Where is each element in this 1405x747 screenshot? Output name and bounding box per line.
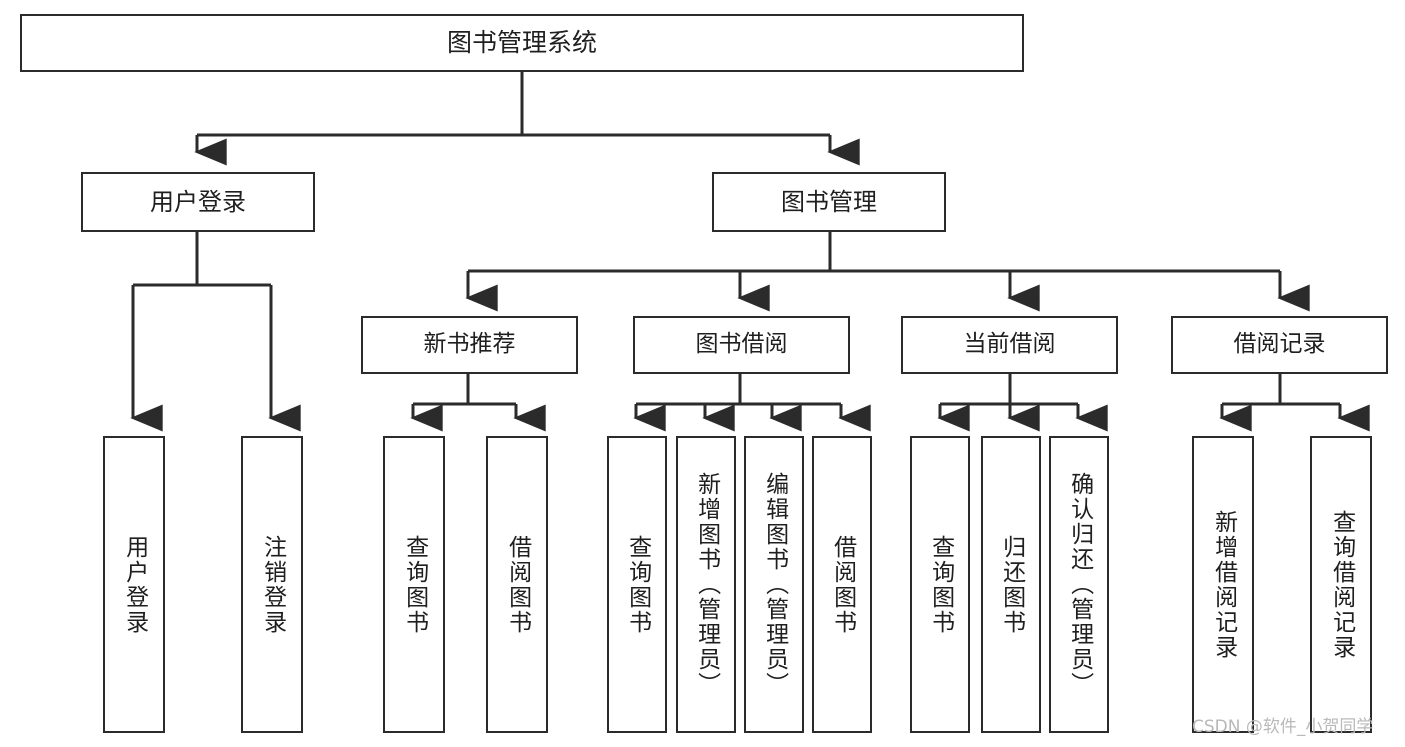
- node-label: 图书借阅: [695, 331, 788, 358]
- csdn-watermark: CSDN @软件_小贺同学: [1192, 717, 1374, 737]
- leaf-borrow-book-recommend[interactable]: 借阅图书: [486, 436, 548, 733]
- node-label: 编辑图书（管理员）: [761, 472, 788, 697]
- node-label: 借阅图书: [829, 534, 856, 635]
- node-current-borrow[interactable]: 当前借阅: [901, 316, 1118, 374]
- leaf-query-borrow-record[interactable]: 查询借阅记录: [1310, 436, 1372, 733]
- node-borrow-record[interactable]: 借阅记录: [1171, 316, 1388, 374]
- node-label: 查询图书: [401, 534, 428, 635]
- leaf-query-book-borrow[interactable]: 查询图书: [607, 436, 667, 733]
- node-label: 归还图书: [998, 534, 1025, 635]
- node-book-management[interactable]: 图书管理: [712, 172, 946, 232]
- leaf-edit-book-admin[interactable]: 编辑图书（管理员）: [744, 436, 804, 733]
- node-label: 图书管理: [781, 187, 877, 216]
- leaf-add-borrow-record[interactable]: 新增借阅记录: [1192, 436, 1254, 733]
- leaf-user-login[interactable]: 用户登录: [103, 436, 165, 733]
- node-label: 查询图书: [927, 534, 954, 635]
- node-label: 借阅图书: [504, 534, 531, 635]
- node-root-system[interactable]: 图书管理系统: [20, 14, 1024, 72]
- node-book-borrow[interactable]: 图书借阅: [633, 316, 850, 374]
- node-label: 新书推荐: [423, 331, 516, 358]
- node-label: 当前借阅: [963, 331, 1056, 358]
- node-label: 新增借阅记录: [1210, 509, 1237, 660]
- leaf-query-book-current[interactable]: 查询图书: [910, 436, 970, 733]
- leaf-return-book[interactable]: 归还图书: [981, 436, 1041, 733]
- leaf-confirm-return-admin[interactable]: 确认归还（管理员）: [1049, 436, 1109, 733]
- node-label: 确认归还（管理员）: [1066, 472, 1093, 697]
- leaf-query-book-recommend[interactable]: 查询图书: [383, 436, 445, 733]
- node-new-book-recommend[interactable]: 新书推荐: [361, 316, 578, 374]
- node-label: 注销登录: [259, 534, 286, 635]
- node-label: 新增图书（管理员）: [693, 472, 720, 697]
- node-label: 查询图书: [624, 534, 651, 635]
- leaf-borrow-book[interactable]: 借阅图书: [812, 436, 872, 733]
- node-label: 图书管理系统: [446, 28, 597, 58]
- node-label: 用户登录: [150, 187, 246, 216]
- node-label: 查询借阅记录: [1328, 509, 1355, 660]
- node-label: 用户登录: [121, 534, 148, 635]
- node-user-login[interactable]: 用户登录: [81, 172, 315, 232]
- leaf-logout[interactable]: 注销登录: [241, 436, 303, 733]
- leaf-add-book-admin[interactable]: 新增图书（管理员）: [676, 436, 736, 733]
- node-label: 借阅记录: [1233, 331, 1326, 358]
